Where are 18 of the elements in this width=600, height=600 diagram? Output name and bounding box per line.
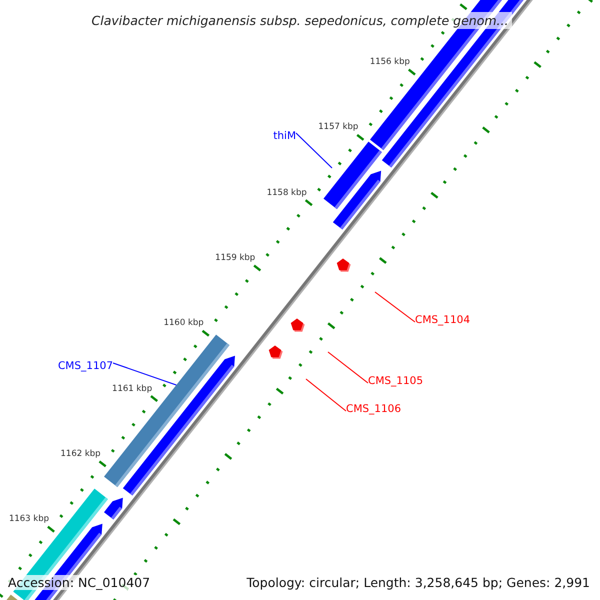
gene-label: CMS_1107	[58, 360, 113, 372]
gene-label: CMS_1106	[346, 403, 402, 415]
gene-label: CMS_1105	[368, 375, 424, 387]
position-label: 1156 kbp	[370, 57, 410, 68]
leader-line	[296, 132, 332, 168]
genome-info-text: Topology: circular; Length: 3,258,645 bp; Genes: 2,991	[244, 575, 592, 590]
leader-line	[112, 362, 177, 386]
position-label: 1160 kbp	[164, 318, 204, 328]
position-label: 1159 kbp	[215, 252, 256, 263]
gene-label: CMS_1104	[415, 314, 470, 326]
leader-line	[328, 352, 368, 384]
position-label: 1157 kbp	[318, 122, 358, 132]
leader-line	[374, 292, 416, 322]
position-label: 1161 kbp	[112, 384, 152, 394]
leader-line	[306, 378, 346, 412]
position-label: 1163 kbp	[8, 514, 49, 524]
gene-label: thiM	[273, 130, 296, 142]
position-label: 1158 kbp	[266, 188, 307, 198]
